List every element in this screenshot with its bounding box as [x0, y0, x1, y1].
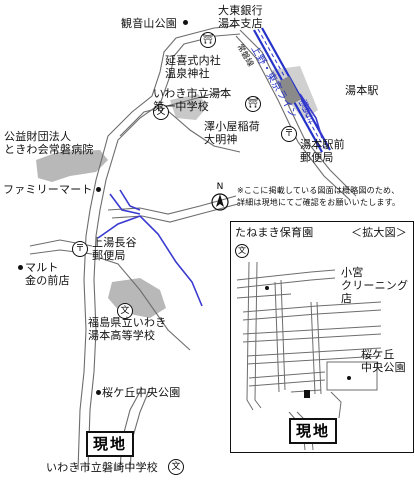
sawakoya-shrine-label: 澤小屋稲荷 大明神	[204, 120, 260, 146]
post-office-icon: 〒	[281, 126, 297, 142]
inset-site-marker: 現地	[289, 418, 338, 444]
hospital-area	[36, 150, 108, 182]
kannonyama-dot	[183, 20, 188, 25]
inset-park-area	[326, 361, 378, 391]
inset-site-block	[304, 390, 310, 398]
park-dot	[96, 390, 101, 395]
kamiyunagaya-post-label: 上湯長谷 郵便局	[92, 236, 137, 262]
notice-text: ※ここに掲載している図面は概略図のため、 詳細は現地にてご確認をお願いいたします…	[237, 186, 401, 207]
familymart-dot	[96, 187, 101, 192]
familymart-label: ファミリーマート	[3, 183, 93, 196]
shrine-icon: ⛩	[200, 32, 216, 48]
maruto-dot	[18, 265, 23, 270]
north-arrow: N	[210, 183, 230, 211]
inset-title: ＜拡大図＞	[351, 226, 407, 239]
north-label: N	[216, 182, 224, 192]
iwazaki-jhs-label: いわき市立磐崎中学校	[46, 461, 158, 474]
sakuragaoka-park-label: 桜ケ丘中央公園	[102, 386, 181, 399]
daito-bank-label: 大東銀行 湯本支店	[218, 4, 263, 30]
inset-map: ＜拡大図＞ たねまき保育園 文 小宮 クリーニング店 桜ケ丘 中央公園 現地	[230, 221, 414, 453]
school-icon: 文	[153, 104, 169, 120]
inset-nursery-label: たねまき保育園	[235, 226, 314, 239]
river	[97, 93, 323, 307]
site-marker: 現地	[86, 431, 135, 457]
inset-park-dot	[347, 376, 351, 380]
yumoto-post-label: 湯本駅前 郵便局	[300, 138, 345, 164]
engishiki-shrine-label: 延喜式内社 温泉神社	[165, 54, 221, 80]
shrine-icon: ⛩	[245, 96, 261, 112]
inset-cleaning-label: 小宮 クリーニング店	[341, 266, 409, 305]
inset-cleaning-dot	[265, 286, 269, 290]
post-office-icon: 〒	[72, 241, 88, 257]
north-arrow-icon	[211, 193, 229, 211]
maruto-label: マルト 金の前店	[25, 261, 70, 287]
high-school-label: 福島県立いわき 湯本高等学校	[88, 316, 167, 342]
school-icon: 文	[117, 303, 133, 319]
junior-high-area	[170, 94, 208, 120]
junior-high-label: いわき市立湯本 第一中学校	[153, 87, 232, 113]
inset-nursery-icon: 文	[235, 244, 249, 258]
inset-road	[236, 261, 382, 451]
kannonyama-park-label: 観音山公園	[121, 17, 177, 30]
yumoto-station-block	[276, 76, 302, 106]
school-icon: 文	[168, 459, 184, 475]
inset-roads	[236, 261, 382, 451]
inset-park-label: 桜ケ丘 中央公園	[361, 348, 406, 374]
yumoto-station-label: 湯本駅	[345, 84, 379, 97]
hospital-label: 公益財団法人 ときわ会常磐病院	[4, 130, 94, 156]
